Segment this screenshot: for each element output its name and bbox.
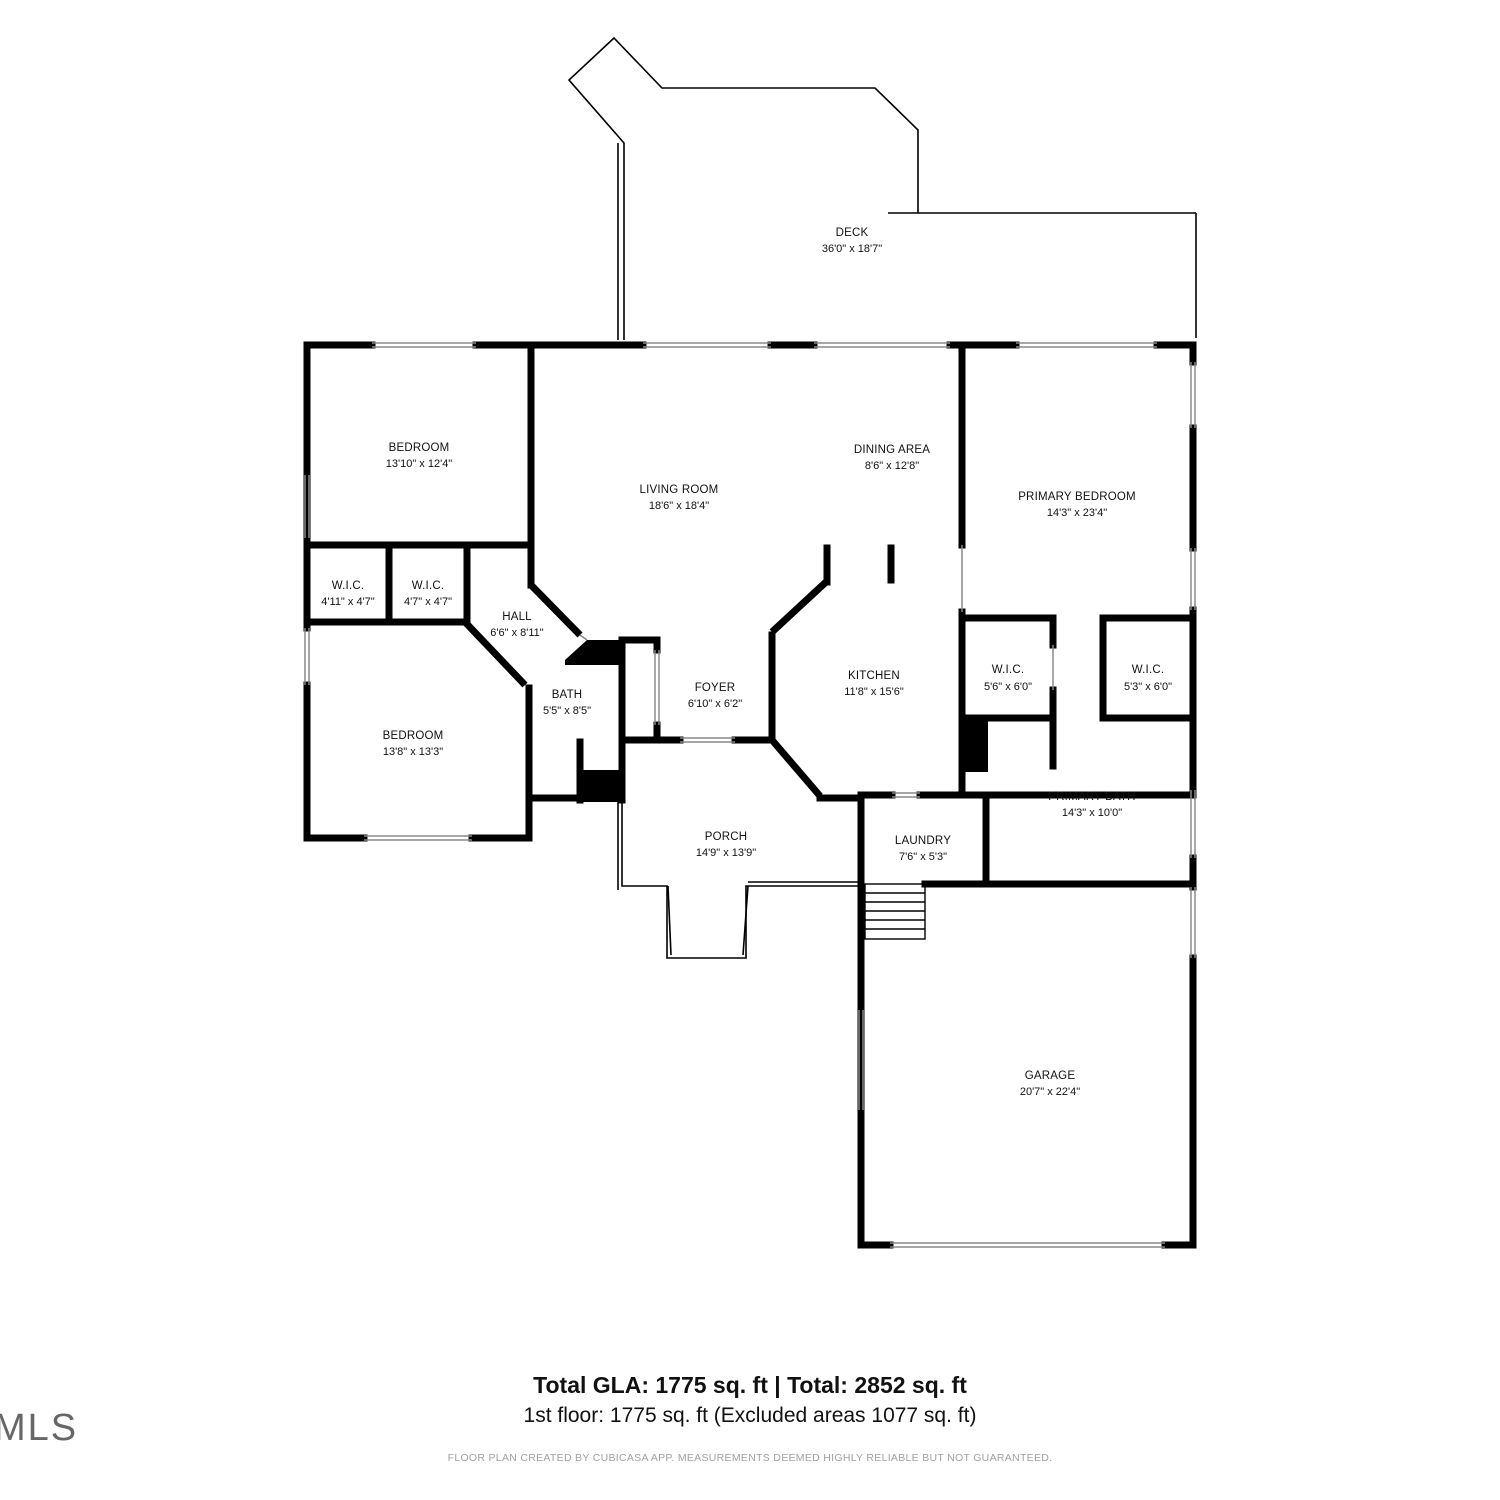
label-wic-3-name: W.I.C. <box>992 664 1025 676</box>
total-area-summary: Total GLA: 1775 sq. ft | Total: 2852 sq.… <box>533 1372 967 1398</box>
label-foyer-dim: 6'10" x 6'2" <box>688 698 742 710</box>
label-hall-name: HALL <box>502 611 532 623</box>
label-porch-name: PORCH <box>705 831 748 843</box>
label-porch-dim: 14'9" x 13'9" <box>696 847 756 859</box>
label-wic-3-dim: 5'6" x 6'0" <box>984 681 1032 693</box>
room-labels: DECK 36'0" x 18'7" BEDROOM 13'10" x 12'4… <box>321 227 1172 1098</box>
exterior-walls <box>303 341 1197 1249</box>
disclaimer-text: FLOOR PLAN CREATED BY CUBICASA APP. MEAS… <box>447 1452 1053 1464</box>
label-laundry-dim: 7'6" x 5'3" <box>899 851 947 863</box>
label-wic-4-name: W.I.C. <box>1132 664 1165 676</box>
diagonal-walls <box>462 579 829 799</box>
label-deck-name: DECK <box>836 227 869 239</box>
label-wic-2-name: W.I.C. <box>412 580 445 592</box>
label-wic-1-name: W.I.C. <box>332 580 365 592</box>
label-laundry-name: LAUNDRY <box>895 835 951 847</box>
label-living-room-name: LIVING ROOM <box>640 484 719 496</box>
label-bedroom-1-name: BEDROOM <box>389 442 450 454</box>
label-kitchen-name: KITCHEN <box>848 670 900 682</box>
label-primary-bath-dim: 14'3" x 10'0" <box>1062 807 1122 819</box>
porch-outline <box>617 800 861 959</box>
deck-outline <box>567 36 1197 340</box>
label-bedroom-2-dim: 13'8" x 13'3" <box>383 746 443 758</box>
label-hall-dim: 6'6" x 8'11" <box>490 627 543 639</box>
label-wic-4-dim: 5'3" x 6'0" <box>1124 681 1172 693</box>
floor-area-summary: 1st floor: 1775 sq. ft (Excluded areas 1… <box>523 1404 977 1427</box>
label-primary-bedroom-name: PRIMARY BEDROOM <box>1018 491 1136 503</box>
label-bedroom-1-dim: 13'10" x 12'4" <box>386 458 453 470</box>
label-kitchen-dim: 11'8" x 15'6" <box>844 686 904 698</box>
label-wic-2-dim: 4'7" x 4'7" <box>404 596 452 608</box>
label-foyer-name: FOYER <box>695 682 736 694</box>
label-bath-name: BATH <box>552 689 583 701</box>
label-deck-dim: 36'0" x 18'7" <box>822 243 882 255</box>
label-garage-dim: 20'7" x 22'4" <box>1020 1086 1080 1098</box>
structural-blocks <box>565 640 988 802</box>
label-primary-bath-name: PRIMARY BATH <box>1048 791 1135 803</box>
label-bedroom-2-name: BEDROOM <box>383 730 444 742</box>
windows <box>304 342 1196 1248</box>
label-bath-dim: 5'5" x 8'5" <box>543 705 591 717</box>
mls-logo: MLS <box>0 1407 79 1449</box>
stairs <box>864 883 926 940</box>
label-garage-name: GARAGE <box>1025 1070 1076 1082</box>
label-wic-1-dim: 4'11" x 4'7" <box>321 596 374 608</box>
label-dining-area-name: DINING AREA <box>854 444 930 456</box>
label-dining-area-dim: 8'6" x 12'8" <box>865 460 919 472</box>
label-primary-bedroom-dim: 14'3" x 23'4" <box>1047 507 1107 519</box>
label-living-room-dim: 18'6" x 18'4" <box>649 500 709 512</box>
